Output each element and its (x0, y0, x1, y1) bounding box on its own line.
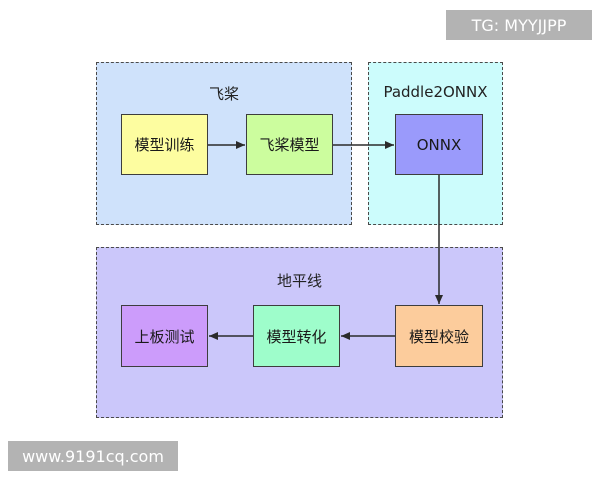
node-paddle-model: 飞桨模型 (246, 114, 333, 175)
watermark-top-right: TG: MYYJJPP (446, 10, 592, 40)
group-paddle-title: 飞桨 (208, 85, 239, 103)
node-onnx: ONNX (395, 114, 483, 175)
watermark-bottom-left: www.9191cq.com (8, 441, 178, 471)
node-board-test: 上板测试 (121, 305, 208, 367)
node-model-conversion: 模型转化 (253, 305, 340, 367)
group-horizon-title: 地平线 (276, 272, 322, 290)
group-paddle2onnx-title: Paddle2ONNX (383, 83, 488, 101)
node-model-training: 模型训练 (121, 114, 208, 175)
node-model-verification: 模型校验 (395, 305, 483, 367)
